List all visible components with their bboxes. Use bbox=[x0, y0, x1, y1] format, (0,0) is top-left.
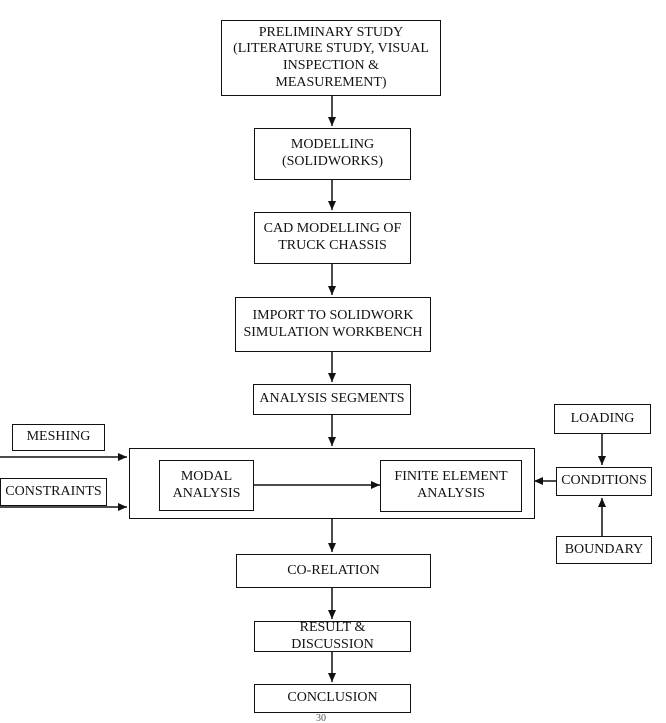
boundary-box: BOUNDARY bbox=[556, 536, 652, 564]
import-box: IMPORT TO SOLIDWORK SIMULATION WORKBENCH bbox=[235, 297, 431, 352]
modelling-box: MODELLING (SOLIDWORKS) bbox=[254, 128, 411, 180]
page-number: 30 bbox=[316, 713, 326, 723]
conclusion-box: CONCLUSION bbox=[254, 684, 411, 713]
meshing-box: MESHING bbox=[12, 424, 105, 451]
cad-modelling-box: CAD MODELLING OF TRUCK CHASSIS bbox=[254, 212, 411, 264]
preliminary-study-box: PRELIMINARY STUDY (LITERATURE STUDY, VIS… bbox=[221, 20, 441, 96]
co-relation-box: CO-RELATION bbox=[236, 554, 431, 588]
analysis-container bbox=[129, 448, 535, 519]
loading-box: LOADING bbox=[554, 404, 651, 434]
analysis-segments-box: ANALYSIS SEGMENTS bbox=[253, 384, 411, 415]
modal-analysis-box: MODAL ANALYSIS bbox=[159, 460, 254, 511]
conditions-box: CONDITIONS bbox=[556, 467, 652, 496]
result-discussion-box: RESULT & DISCUSSION bbox=[254, 620, 411, 652]
constraints-box: CONSTRAINTS bbox=[0, 478, 107, 506]
finite-element-analysis-box: FINITE ELEMENT ANALYSIS bbox=[380, 460, 522, 512]
